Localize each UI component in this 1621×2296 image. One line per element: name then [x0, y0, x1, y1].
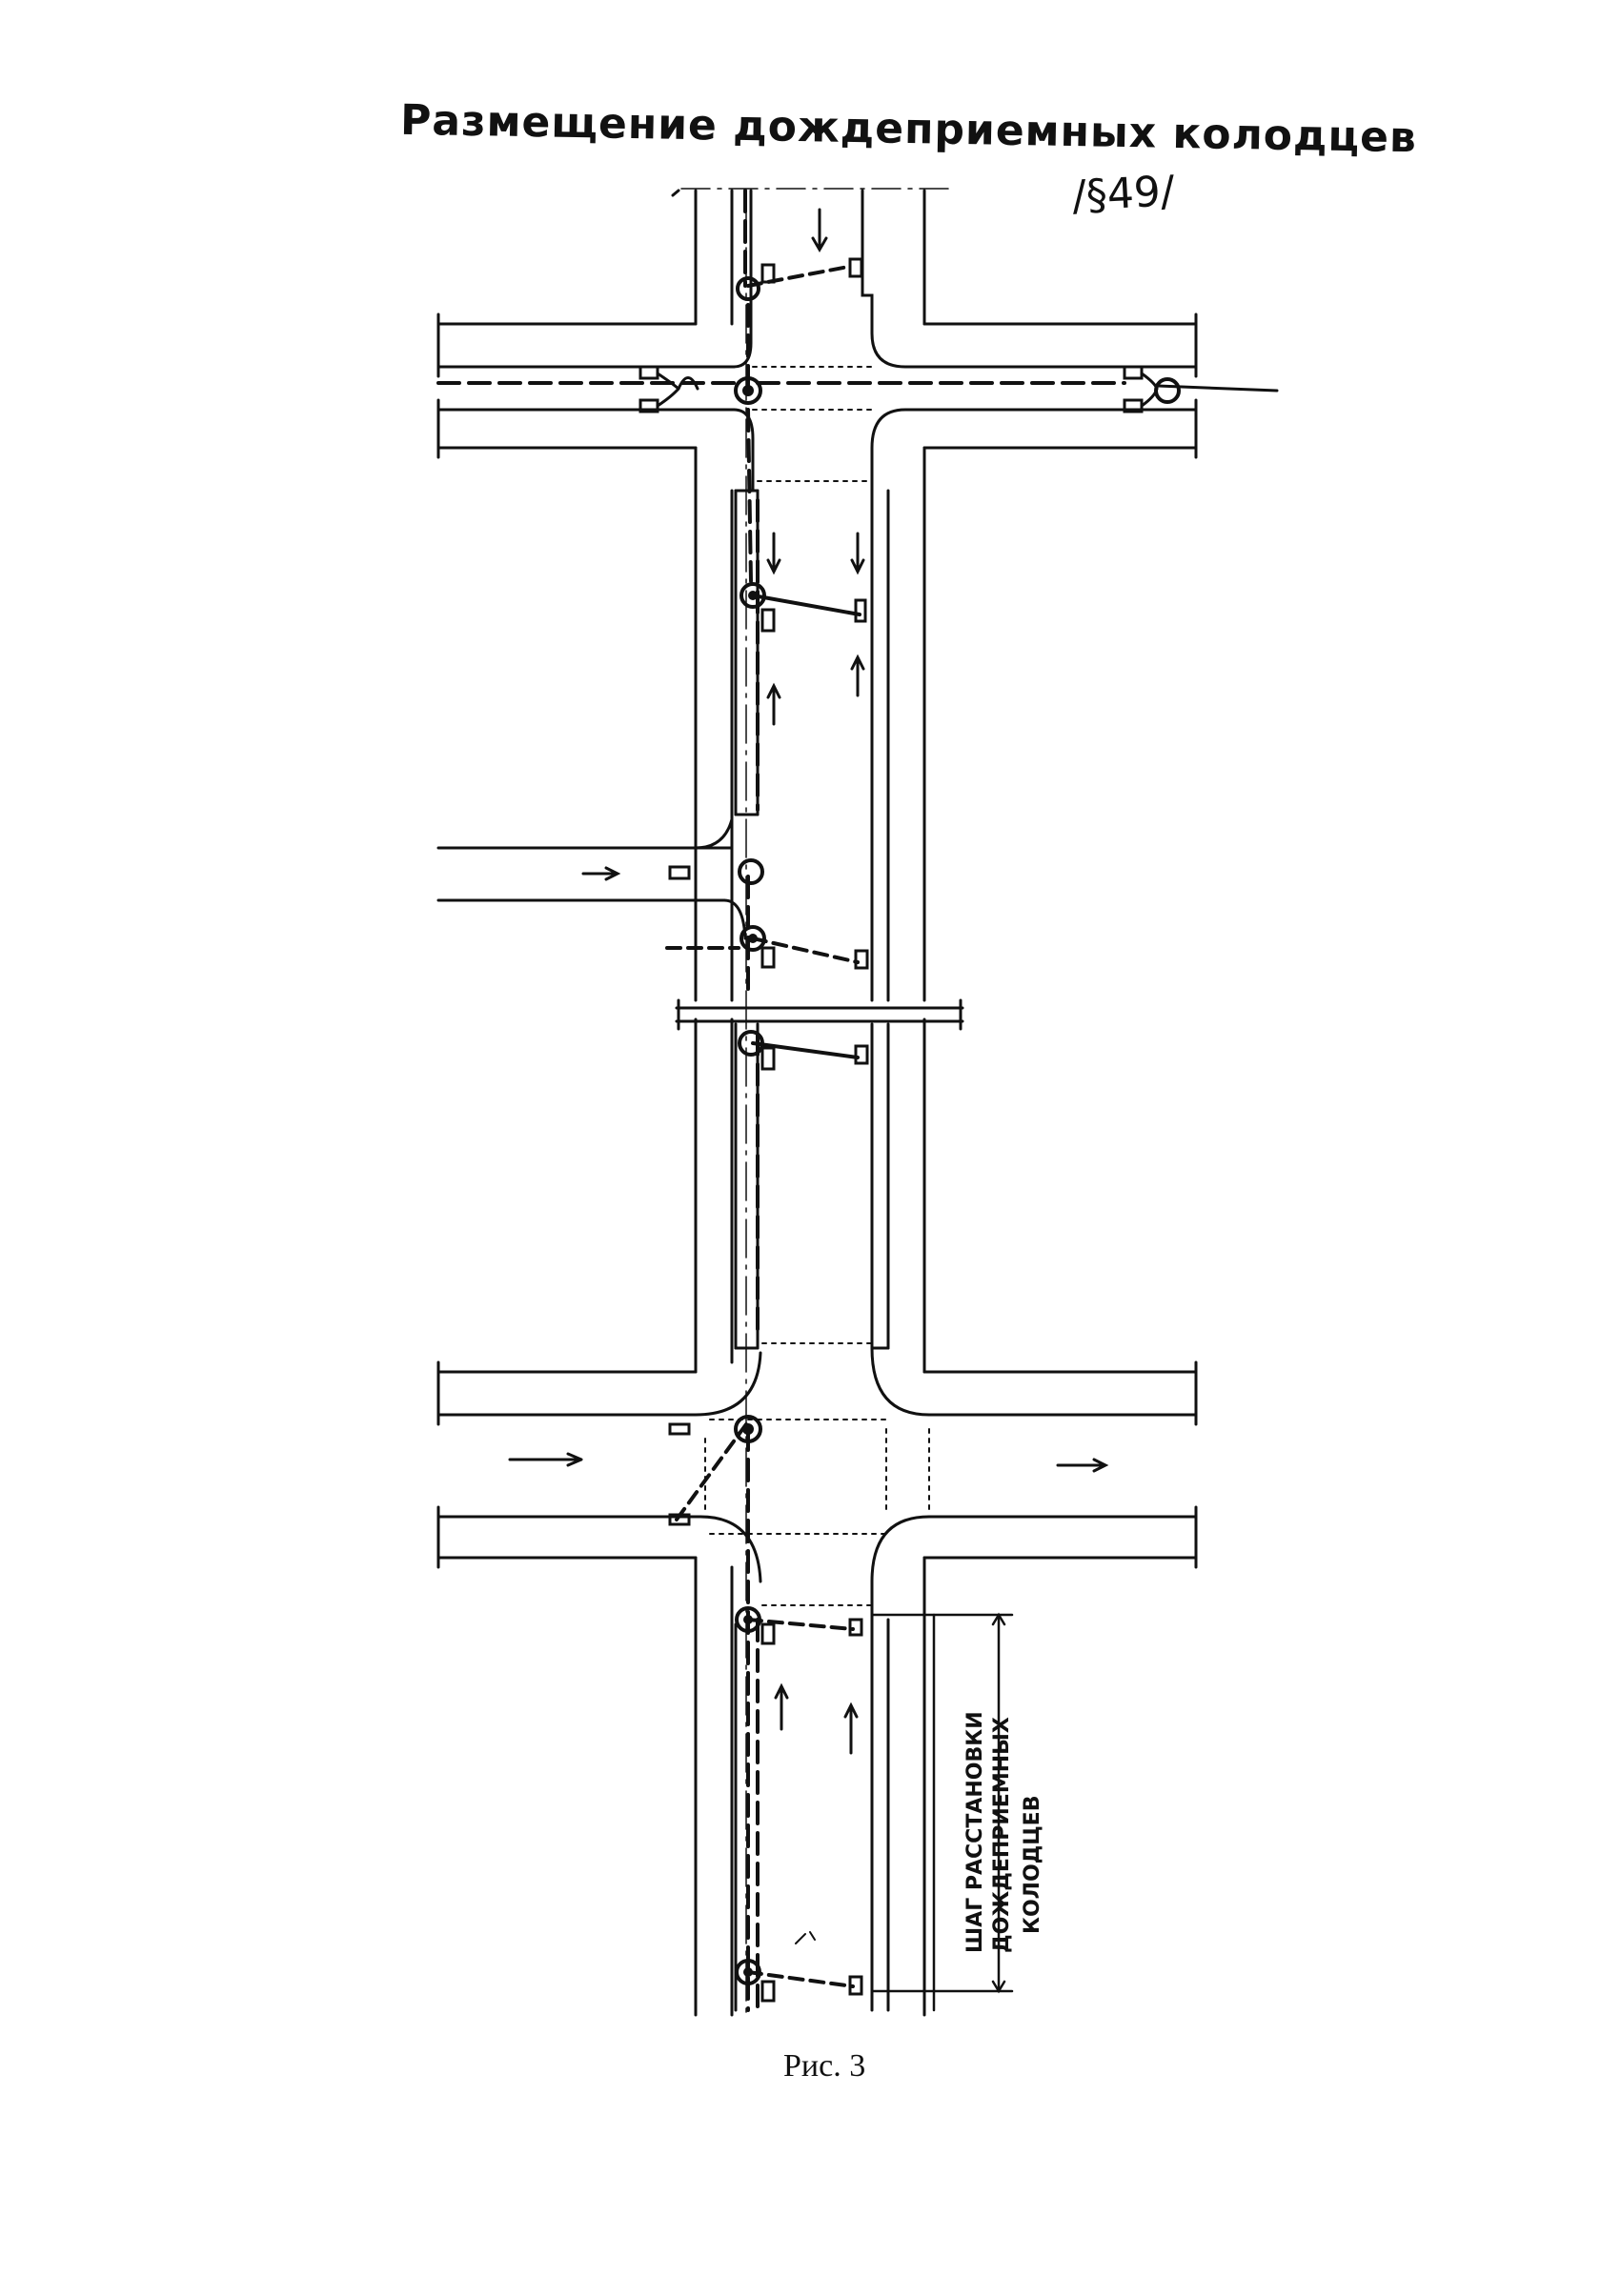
lower-cross-street: [436, 1346, 1198, 1621]
crosswalk-lines: [704, 366, 930, 1606]
storm-sewer-main: [436, 189, 1126, 2012]
spacing-label-line1: ШАГ РАССТАНОВКИ: [963, 1711, 987, 1953]
spacing-label-line2: ДОЖДЕПРИЕМНЫХ: [990, 1717, 1014, 1953]
storm-inlets: [638, 257, 1144, 2003]
inlet-connections: [665, 265, 861, 1988]
spacing-label: ШАГ РАССТАНОВКИ ДОЖДЕПРИЕМНЫХ КОЛОДЦЕВ: [963, 1711, 1044, 1953]
figure-caption: Рис. 3: [783, 2048, 866, 2084]
dimension-line: [870, 1612, 1014, 2012]
title-tick: [671, 189, 680, 197]
flow-arrows: [508, 208, 1109, 1755]
stray-mark: [795, 1931, 816, 1944]
top-cross-street: [436, 189, 1198, 493]
break-line: [675, 998, 964, 1031]
inlet-forks: [656, 372, 1159, 408]
east-outfall-line: [1156, 384, 1279, 393]
roadway-right-edge: [870, 489, 890, 2012]
spacing-label-line3: КОЛОДЦЕВ: [1021, 1796, 1044, 1934]
manhole-fills: [742, 385, 758, 1977]
left-side-street: [436, 817, 747, 940]
manholes: [734, 276, 1181, 1985]
